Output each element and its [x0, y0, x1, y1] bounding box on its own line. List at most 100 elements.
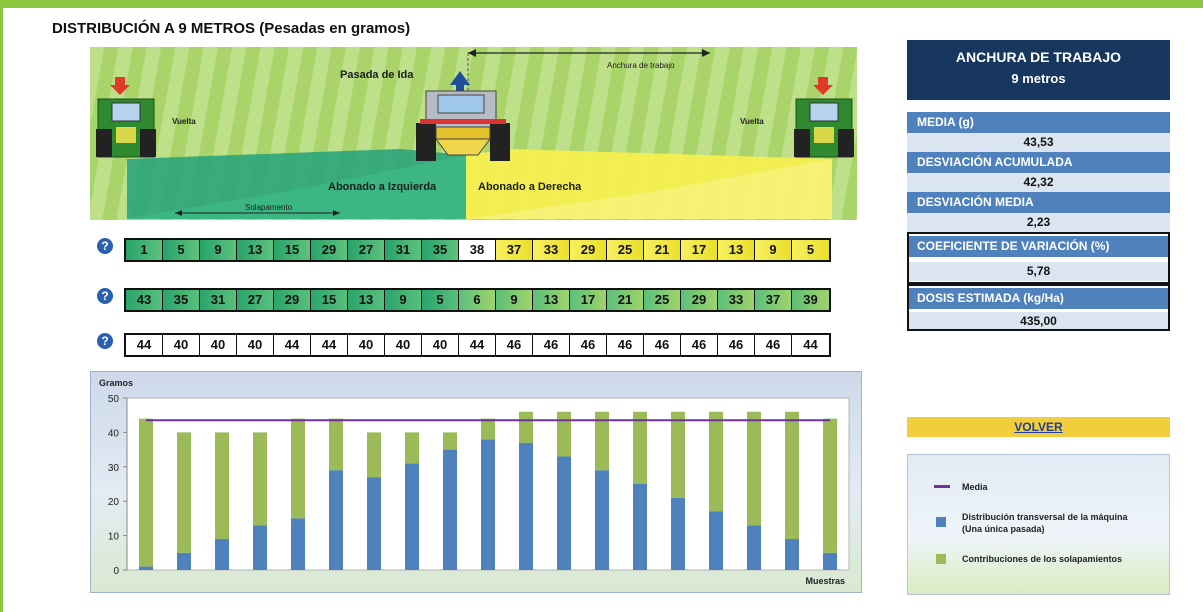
- row-cell: 21: [607, 290, 644, 310]
- label-abonado-izquierda: Abonado a Izquierda: [328, 181, 437, 193]
- bar-solapamiento: [747, 411, 761, 526]
- row-cell: 27: [348, 240, 385, 260]
- bar-distribucion: [481, 439, 495, 570]
- y-tick-label: 50: [108, 394, 120, 405]
- label-pasada-ida: Pasada de Ida: [340, 69, 414, 81]
- row-cell: 40: [422, 335, 459, 355]
- row-cell: 37: [755, 290, 792, 310]
- row-cell: 46: [755, 335, 792, 355]
- row-cell: 46: [607, 335, 644, 355]
- row-cell: 5: [422, 290, 459, 310]
- row-cell: 44: [311, 335, 348, 355]
- y-tick-label: 20: [108, 497, 120, 508]
- header-title: ANCHURA DE TRABAJO: [955, 49, 1122, 65]
- bar-distribucion: [405, 463, 419, 570]
- row-cell: 37: [496, 240, 533, 260]
- row-cell: 13: [718, 240, 755, 260]
- bar-solapamiento: [557, 411, 571, 457]
- header-value: 9 metros: [1011, 71, 1066, 86]
- row-cell: 15: [311, 290, 348, 310]
- media-label: MEDIA (g): [907, 112, 1170, 133]
- row-cell: 13: [237, 240, 274, 260]
- row-cell: 40: [163, 335, 200, 355]
- row-cell: 25: [644, 290, 681, 310]
- spreading-diagram: Pasada de Ida Anchura de trabajo Vuelta …: [90, 47, 857, 220]
- coeficiente-value: 5,78: [907, 262, 1170, 281]
- arrow-head-left: [468, 49, 476, 57]
- label-abonado-derecha: Abonado a Derecha: [478, 181, 582, 193]
- row-cell: 17: [681, 240, 718, 260]
- bar-solapamiento: [671, 411, 685, 498]
- coeficiente-label: COEFICIENTE DE VARIACIÓN (%): [907, 236, 1170, 257]
- row-cell: 46: [533, 335, 570, 355]
- volver-link[interactable]: VOLVER: [907, 417, 1170, 437]
- bar-distribucion: [557, 456, 571, 570]
- label-anchura: Anchura de trabajo: [607, 61, 675, 70]
- row-cell: 35: [422, 240, 459, 260]
- row-cell: 40: [385, 335, 422, 355]
- page-title: DISTRIBUCIÓN A 9 METROS (Pesadas en gram…: [52, 20, 411, 37]
- bar-solapamiento: [709, 411, 723, 512]
- y-tick-label: 40: [108, 428, 120, 439]
- spreading-diagram-graphics: [96, 49, 854, 219]
- chart-legend: Media Distribución transversal de la máq…: [907, 454, 1170, 595]
- legend-item-distribucion: Distribución transversal de la máquina(U…: [934, 511, 1128, 535]
- row-cell: 29: [681, 290, 718, 310]
- bar-solapamiento: [595, 411, 609, 471]
- row-cell: 33: [718, 290, 755, 310]
- dosis-value: 435,00: [907, 312, 1170, 331]
- row-cell: 46: [570, 335, 607, 355]
- bar-distribucion: [367, 477, 381, 570]
- dosis-box: [907, 284, 1170, 331]
- bar-solapamiento: [481, 418, 495, 440]
- row-cell: 29: [570, 240, 607, 260]
- row-cell: 5: [163, 240, 200, 260]
- row-cell: 40: [348, 335, 385, 355]
- row-cell: 43: [126, 290, 163, 310]
- legend-blue-swatch: [936, 517, 946, 527]
- row-cell: 46: [496, 335, 533, 355]
- desviacion-acumulada-value: 42,32: [907, 173, 1170, 192]
- tractor-right-icon: [794, 77, 854, 158]
- help-icon[interactable]: ?: [97, 238, 113, 254]
- help-icon[interactable]: ?: [97, 333, 113, 349]
- bar-distribucion: [177, 552, 191, 570]
- desviacion-media-label: DESVIACIÓN MEDIA: [907, 192, 1170, 213]
- row-cell: 40: [237, 335, 274, 355]
- row-cell: 44: [274, 335, 311, 355]
- legend-label: Contribuciones de los solapamientos: [962, 554, 1123, 564]
- row-cell: 44: [126, 335, 163, 355]
- arrow-head-right: [702, 49, 710, 57]
- bar-distribucion: [633, 484, 647, 570]
- bar-distribucion: [747, 525, 761, 570]
- help-icon[interactable]: ?: [97, 288, 113, 304]
- tractor-center-icon: [416, 71, 510, 161]
- bar-distribucion: [671, 497, 685, 570]
- y-axis-label: Gramos: [99, 378, 133, 388]
- bar-solapamiento: [633, 411, 647, 484]
- bar-distribucion: [215, 539, 229, 570]
- row-cell: 46: [644, 335, 681, 355]
- y-tick-label: 30: [108, 463, 120, 474]
- legend-item-contribuciones: Contribuciones de los solapamientos: [934, 553, 1122, 565]
- row-cell: 46: [718, 335, 755, 355]
- label-solapamento: Solapamento: [245, 203, 293, 212]
- row-cell: 21: [644, 240, 681, 260]
- bar-solapamiento: [253, 432, 267, 526]
- bar-solapamiento: [785, 411, 799, 540]
- row-cell: 13: [533, 290, 570, 310]
- legend-line-swatch: [934, 485, 950, 488]
- legend-label: Distribución transversal de la máquina(U…: [962, 512, 1128, 534]
- row-cell: 9: [385, 290, 422, 310]
- row-cell: 9: [496, 290, 533, 310]
- media-value: 43,53: [907, 133, 1170, 152]
- row-cell: 39: [792, 290, 829, 310]
- label-vuelta-right: Vuelta: [740, 117, 764, 126]
- row-cell: 40: [200, 335, 237, 355]
